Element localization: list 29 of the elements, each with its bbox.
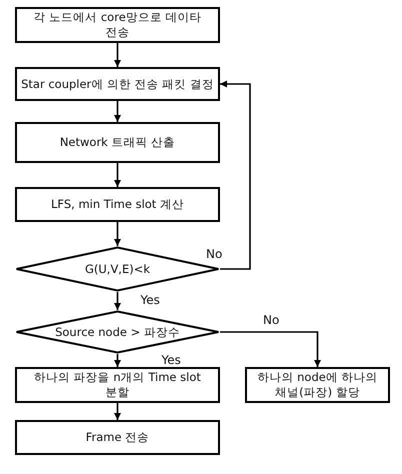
arrow: [114, 292, 121, 310]
process-box: [245, 367, 390, 403]
arrow: [114, 163, 121, 187]
arrow: [114, 101, 121, 122]
edge-label: No: [262, 314, 280, 328]
process-box: [15, 187, 220, 222]
edge-label: No: [205, 248, 224, 262]
process-text: 각 노드에서 core망으로 데이타 전송: [32, 10, 202, 40]
process-text: 하나의 node에 하나의 채널(파장) 할당: [256, 370, 378, 400]
arrow: [220, 331, 321, 367]
arrow: [114, 43, 121, 67]
process-box: [15, 420, 220, 455]
arrow: [114, 403, 121, 420]
process-text: Network 트래픽 산출: [60, 135, 176, 150]
arrow: [220, 80, 251, 270]
edge-label: Yes: [160, 354, 182, 368]
process-text: LFS, min Time slot 계산: [51, 197, 184, 212]
process-box: [15, 67, 220, 101]
process-text: 하나의 파장을 n개의 Time slot 분할: [33, 370, 202, 400]
decision-text: G(U,V,E)<k: [84, 262, 150, 276]
decision-text: Source node > 파장수: [55, 324, 180, 340]
process-box: [15, 367, 220, 403]
process-box: [15, 7, 220, 43]
edge-label: Yes: [140, 294, 161, 308]
process-text: Frame 전송: [86, 430, 150, 445]
process-box: [15, 122, 220, 163]
arrow: [114, 354, 121, 367]
arrow: [114, 222, 121, 246]
process-text: Star coupler에 의한 전송 패킷 결정: [21, 76, 214, 92]
